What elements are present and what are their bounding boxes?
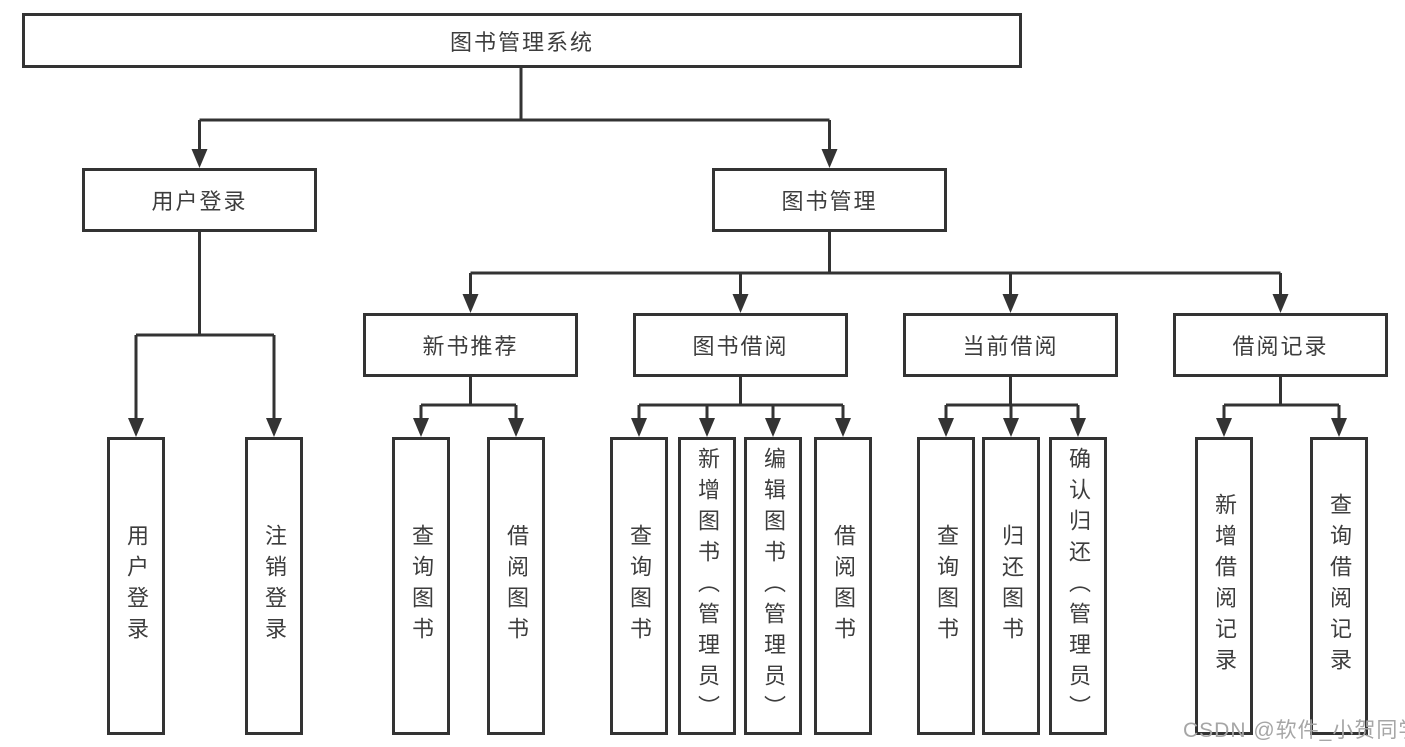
- node-book-management-branch: 图书管理: [712, 168, 947, 232]
- node-confirm-return-admin: 确认归还（管理员）: [1049, 437, 1107, 735]
- node-user-login-branch: 用户登录: [82, 168, 317, 232]
- node-book-borrow: 图书借阅: [633, 313, 848, 377]
- arrowheads: [128, 149, 1347, 437]
- node-current-borrow: 当前借阅: [903, 313, 1118, 377]
- node-system-root: 图书管理系统: [22, 13, 1022, 68]
- connector-paths: [134, 68, 1341, 421]
- csdn-watermark: CSDN @软件_小贺同学: [1183, 719, 1405, 742]
- node-add-borrow-record: 新增借阅记录: [1195, 437, 1253, 735]
- node-return-books: 归还图书: [982, 437, 1040, 735]
- node-query-books-current: 查询图书: [917, 437, 975, 735]
- node-logout: 注销登录: [245, 437, 303, 735]
- node-query-books-borrow: 查询图书: [610, 437, 668, 735]
- node-edit-books-admin: 编辑图书（管理员）: [744, 437, 802, 735]
- node-add-books-admin: 新增图书（管理员）: [678, 437, 736, 735]
- node-borrow-books-recommend: 借阅图书: [487, 437, 545, 735]
- node-borrow-books: 借阅图书: [814, 437, 872, 735]
- node-user-login: 用户登录: [107, 437, 165, 735]
- node-new-book-recommend: 新书推荐: [363, 313, 578, 377]
- node-query-books-recommend: 查询图书: [392, 437, 450, 735]
- node-query-borrow-record: 查询借阅记录: [1310, 437, 1368, 735]
- node-borrow-records: 借阅记录: [1173, 313, 1388, 377]
